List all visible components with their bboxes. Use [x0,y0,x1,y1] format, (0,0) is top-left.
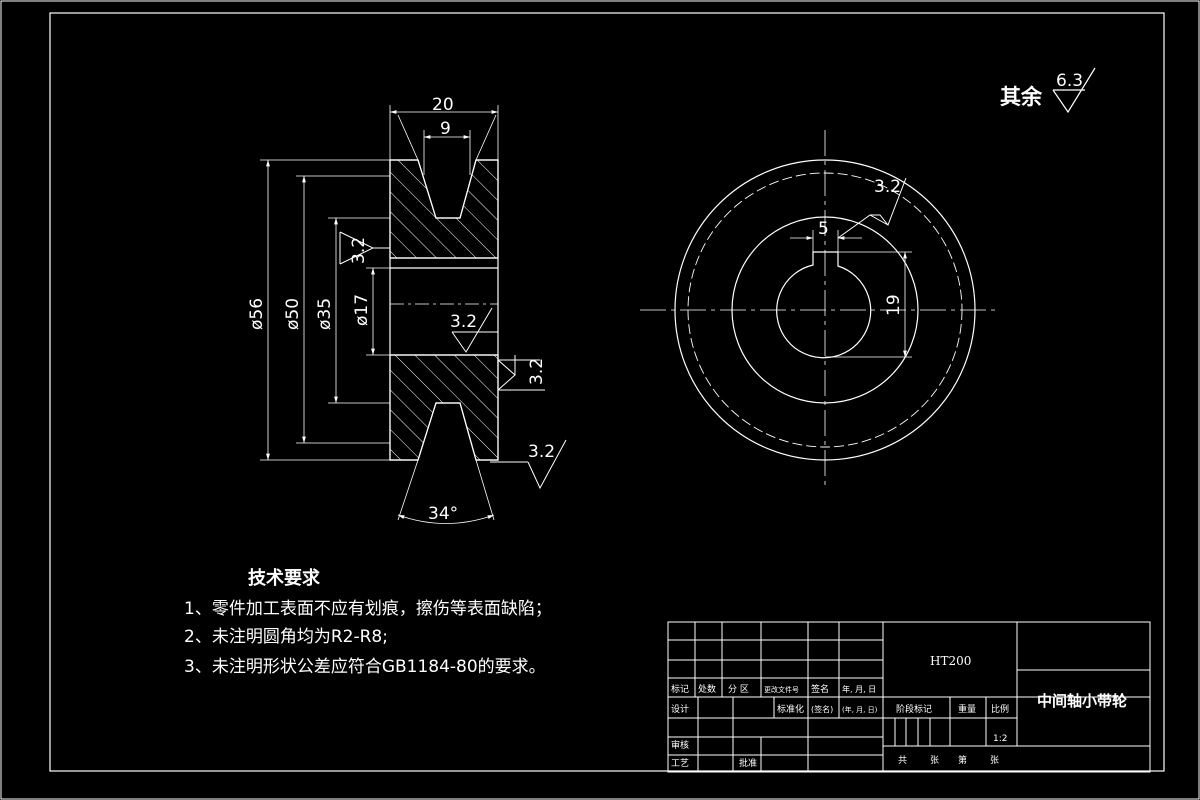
dim-d17: ø17 [352,294,372,326]
dim-key-width: 5 [818,219,829,239]
section-view [260,105,567,524]
end-view [640,130,1000,490]
tb-design: 设计 [671,703,689,715]
general-roughness-value: 6.3 [1056,71,1083,91]
rough-1: 3.2 [349,237,369,264]
title-block [667,621,1151,773]
part-name: 中间轴小带轮 [1037,692,1127,710]
scale: 1:2 [993,734,1007,744]
dim-total-width: 20 [432,95,454,115]
dim-d56: ø56 [247,298,267,330]
tb-sign2: (签名) [811,704,833,714]
tb-mark: 标记 [671,683,689,695]
tb-sheet2: 张 [990,755,999,766]
tb-date: 年, 月, 日 [842,684,876,694]
tb-total: 共 [898,755,907,766]
note-2: 2、未注明圆角均为R2-R8; [184,627,388,647]
notes-title: 技术要求 [248,567,321,589]
title-block-text: HT200 中间轴小带轮 1:2 标记 处数 分 区 更改文件号 签名 年, 月… [671,654,1127,769]
dim-groove-width: 9 [440,119,451,139]
note-1: 1、零件加工表面不应有划痕，擦伤等表面缺陷； [184,599,552,619]
upper-hatch [389,159,499,259]
tb-process: 工艺 [671,758,689,769]
dim-key-depth: 19 [884,294,904,316]
general-roughness-label: 其余 [1000,85,1043,109]
rough-4: 3.2 [528,442,555,462]
rough-2: 3.2 [450,312,477,332]
tb-ratio: 比例 [991,703,1009,715]
lower-hatch [389,354,499,461]
tb-review: 审核 [671,739,689,751]
note-3: 3、未注明形状公差应符合GB1184-80的要求。 [184,657,546,677]
tb-sheets: 张 [930,755,939,766]
rough-3: 3.2 [527,358,547,385]
tb-standard: 标准化 [777,703,804,715]
dim-d35: ø35 [315,298,335,330]
roughness-symbol-icon [1052,67,1096,114]
tb-weight: 重量 [958,703,976,715]
tb-sign: 签名 [811,683,829,695]
tb-stage: 阶段标记 [896,703,932,715]
tb-count: 处数 [698,683,716,695]
general-roughness: 其余 6.3 [1000,67,1096,114]
tb-approve: 批准 [739,757,757,769]
tb-docno: 更改文件号 [764,685,799,694]
dim-angle: 34° [428,504,458,524]
material: HT200 [930,654,971,668]
dim-d50: ø50 [283,298,303,330]
tb-page: 第 [958,754,967,766]
tb-zone: 分 区 [728,684,749,695]
inner-frame [49,12,1165,772]
end-rough: 3.2 [874,177,901,197]
tb-date2: (年, 月, 日) [842,705,878,714]
tech-notes: 技术要求 1、零件加工表面不应有划痕，擦伤等表面缺陷； 2、未注明圆角均为R2-… [184,567,552,677]
